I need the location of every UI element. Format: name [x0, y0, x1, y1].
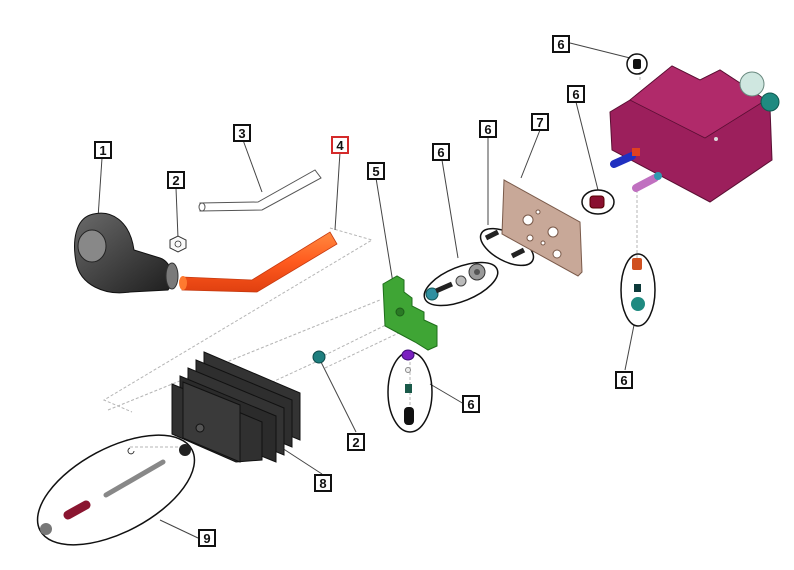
callout-6-bolt-bushing: 6 — [615, 371, 633, 389]
part-bracket-green — [382, 275, 438, 351]
callout-3: 3 — [233, 124, 251, 142]
callout-6-top-plug: 6 — [552, 35, 570, 53]
part-heatsink — [171, 351, 301, 463]
leader-lines — [97, 42, 635, 539]
callout-6-red-plug: 6 — [567, 85, 585, 103]
callout-2-upper: 2 — [167, 171, 185, 189]
callout-1: 1 — [94, 141, 112, 159]
part-rod-outline — [198, 169, 322, 212]
callout-9: 9 — [198, 529, 216, 547]
part-housing-magenta — [609, 65, 780, 203]
callout-6-screw-pair: 6 — [479, 120, 497, 138]
part-nut-lower — [312, 350, 326, 364]
callout-2-lower: 2 — [347, 433, 365, 451]
part-plug-red — [581, 189, 615, 215]
part-fastener-set-a — [423, 261, 499, 307]
callout-5: 5 — [367, 162, 385, 180]
part-rod-set — [36, 434, 196, 546]
part-fastener-stack — [387, 349, 433, 433]
callout-7: 7 — [531, 113, 549, 131]
part-bolt-bushing — [620, 253, 656, 327]
callout-4: 4 — [331, 136, 349, 154]
callout-6-fastener-stack: 6 — [462, 395, 480, 413]
part-rod-orange — [179, 231, 338, 293]
part-grip — [74, 212, 179, 294]
callout-8: 8 — [314, 474, 332, 492]
part-nut-upper — [169, 235, 187, 253]
callout-6-screw-set: 6 — [432, 143, 450, 161]
part-mounting-plate — [501, 179, 583, 277]
part-plug-top — [626, 53, 648, 75]
